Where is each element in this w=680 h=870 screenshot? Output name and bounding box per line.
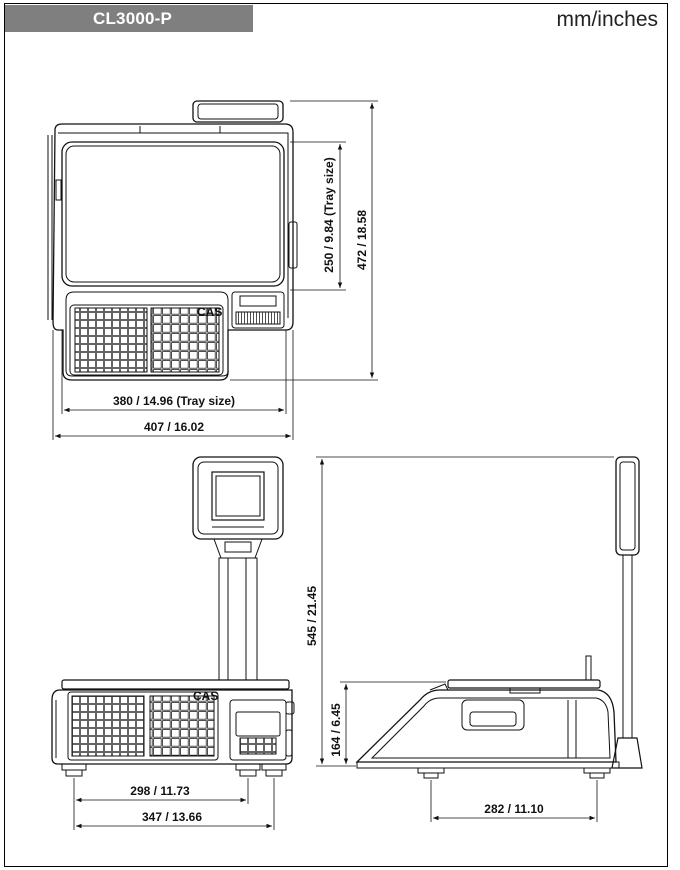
brand-label-front: CAS — [193, 689, 218, 703]
top-display-pod — [192, 100, 284, 123]
dim-top-width: 407 / 16.02 — [144, 420, 204, 434]
side-tray — [447, 679, 601, 689]
dim-height-total: 545 / 21.45 — [305, 586, 319, 646]
side-display-head — [615, 456, 640, 556]
side-view — [355, 456, 643, 779]
dim-feet-side: 282 / 11.10 — [484, 802, 544, 816]
side-body — [355, 689, 617, 763]
top-tray — [61, 141, 285, 287]
front-view-dimensions — [73, 778, 275, 830]
dim-feet-front-inner: 298 / 11.73 — [130, 784, 190, 798]
brand-label-top: CAS — [197, 305, 222, 319]
dim-tray-width: 380 / 14.96 (Tray size) — [113, 394, 235, 408]
front-view — [51, 456, 295, 777]
side-view-dimensions — [316, 456, 614, 822]
dim-feet-front-outer: 347 / 13.66 — [142, 810, 202, 824]
top-view-dimensions — [52, 100, 378, 440]
dim-top-depth: 472 / 18.58 — [355, 210, 369, 270]
dim-tray-depth: 250 / 9.84 (Tray size) — [322, 157, 336, 272]
front-tray — [61, 679, 290, 690]
model-title: CL3000-P — [5, 5, 253, 32]
units-label: mm/inches — [556, 8, 658, 31]
top-view — [47, 100, 298, 381]
dim-height-body: 164 / 6.45 — [329, 703, 343, 757]
